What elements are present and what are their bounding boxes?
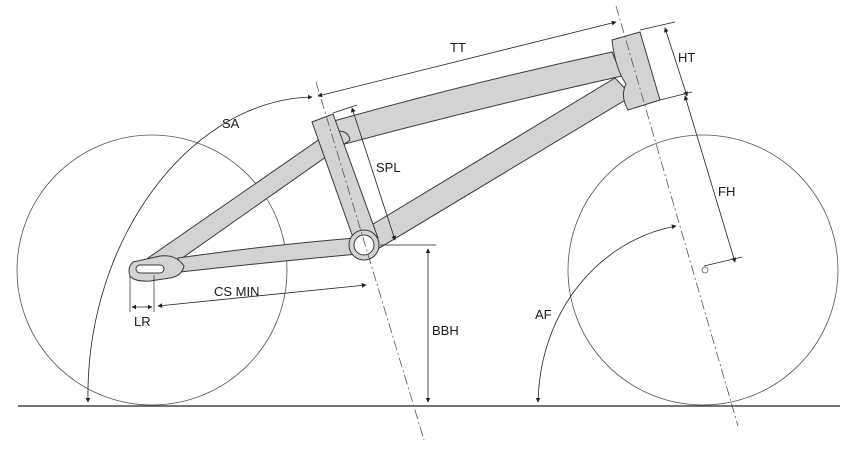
spl-dimension-line <box>351 107 396 241</box>
tt-dimension-line <box>317 20 617 98</box>
bottom-bracket-inner <box>353 234 375 256</box>
label-sa: SA <box>222 116 240 131</box>
label-spl: SPL <box>376 160 401 175</box>
front-wheel <box>567 134 839 406</box>
chain-stay <box>177 237 359 273</box>
ht-dimension-line <box>664 27 688 97</box>
spl-extension <box>332 104 358 114</box>
label-fh: FH <box>718 184 735 199</box>
seat-tube-axis <box>315 81 425 441</box>
fh-dimension-line <box>683 95 737 263</box>
label-cs-min: CS MIN <box>214 284 260 299</box>
label-tt: TT <box>450 40 466 55</box>
top-tube <box>315 51 623 149</box>
bike-frame <box>128 31 661 282</box>
front-axle <box>701 266 709 274</box>
sa-arc <box>85 94 313 403</box>
dropout-slot <box>135 264 165 274</box>
cs-min-dimension-line <box>157 283 367 308</box>
label-af: AF <box>535 307 552 322</box>
label-ht: HT <box>678 50 695 65</box>
af-arc <box>535 224 677 403</box>
fh-extension <box>703 256 743 267</box>
steering-axis <box>615 5 739 427</box>
ht-extension-bottom <box>659 91 693 101</box>
label-bbh: BBH <box>432 323 459 338</box>
ht-extension-top <box>639 21 676 31</box>
label-lr: LR <box>134 314 151 329</box>
